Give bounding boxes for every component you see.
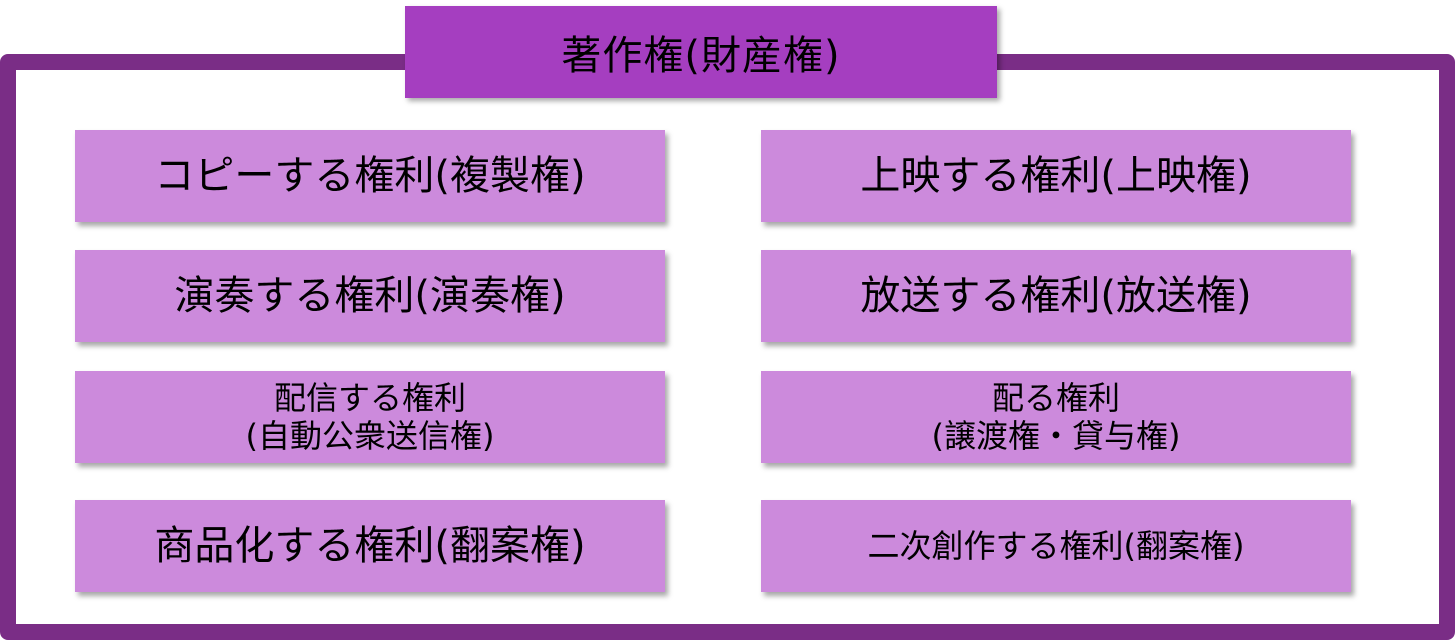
derivative-right-box: 二次創作する権利(翻案権) (761, 500, 1351, 592)
distribution-right-sublabel: (自動公衆送信権) (245, 417, 495, 455)
broadcast-right-label: 放送する権利(放送権) (860, 273, 1252, 319)
title-text: 著作権(財産権) (561, 33, 841, 79)
performance-right-label: 演奏する権利(演奏権) (174, 273, 566, 319)
merchandising-right-label: 商品化する権利(翻案権) (154, 523, 586, 569)
distribution-right-label: 配信する権利 (273, 378, 466, 417)
copy-right-label: コピーする権利(複製権) (154, 153, 586, 199)
screening-right-label: 上映する権利(上映権) (860, 153, 1252, 199)
broadcast-right-box: 放送する権利(放送権) (761, 250, 1351, 342)
diagram-title: 著作権(財産権) (405, 6, 997, 98)
transfer-right-sublabel: (譲渡権・貸与権) (931, 417, 1181, 455)
distribution-right-box: 配信する権利 (自動公衆送信権) (75, 371, 665, 463)
screening-right-box: 上映する権利(上映権) (761, 130, 1351, 222)
performance-right-box: 演奏する権利(演奏権) (75, 250, 665, 342)
derivative-right-label: 二次創作する権利(翻案権) (867, 527, 1245, 565)
transfer-right-box: 配る権利 (譲渡権・貸与権) (761, 371, 1351, 463)
transfer-right-label: 配る権利 (991, 378, 1120, 417)
merchandising-right-box: 商品化する権利(翻案権) (75, 500, 665, 592)
copy-right-box: コピーする権利(複製権) (75, 130, 665, 222)
